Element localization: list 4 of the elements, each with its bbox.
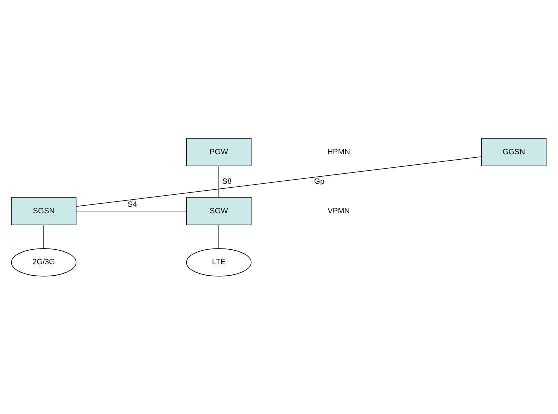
connector <box>218 166 220 198</box>
connector <box>76 156 482 207</box>
connector <box>76 210 187 212</box>
connector <box>218 224 220 249</box>
